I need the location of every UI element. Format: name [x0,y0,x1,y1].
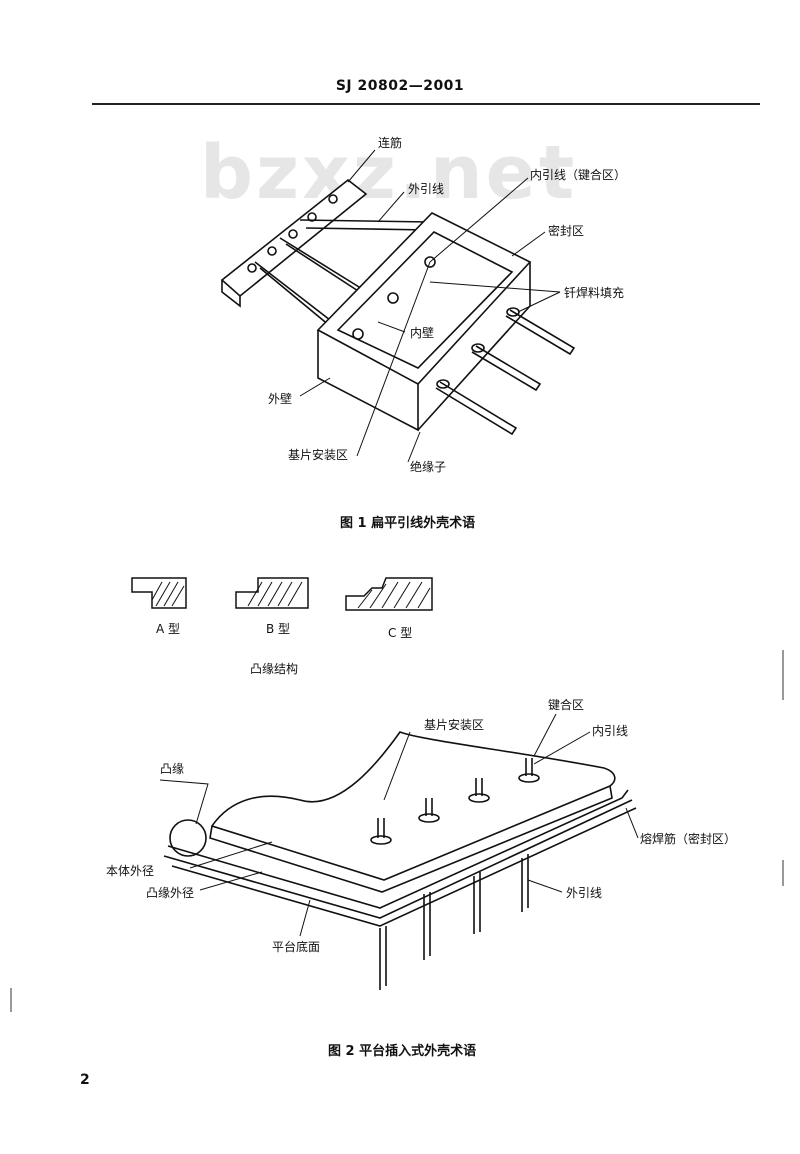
label-type-b: B 型 [266,622,291,636]
label-flange-diameter: 凸缘外径 [146,886,195,900]
label-body-diameter: 本体外径 [106,864,155,878]
label-insulator: 绝缘子 [410,460,447,474]
label-inner-wall: 内壁 [410,326,435,340]
scan-mark [10,988,12,1012]
watermark: bzxz.net [200,130,578,216]
label-outer-lead-2: 外引线 [566,886,603,900]
figure1-caption: 图 1 扁平引线外壳术语 [340,516,476,531]
label-seal-area: 密封区 [548,224,585,238]
label-bond-area: 键合区 [548,698,585,712]
flange-structure-caption: 凸缘结构 [250,662,299,676]
figure2-caption: 图 2 平台插入式外壳术语 [328,1044,477,1059]
label-outer-wall: 外壁 [268,392,293,406]
label-die-attach: 基片安装区 [288,448,349,462]
header-rule [92,103,760,105]
label-die-attach-2: 基片安装区 [424,718,485,732]
label-type-a: A 型 [156,622,181,636]
label-outer-lead: 外引线 [408,182,445,196]
label-type-c: C 型 [388,626,413,640]
standard-number: SJ 20802—2001 [335,78,465,94]
label-inner-lead-2: 内引线 [592,724,629,738]
label-braze-fill: 钎焊料填充 [564,286,625,300]
label-weld-ring: 熔焊筋（密封区） [640,832,737,846]
label-flange: 凸缘 [160,762,185,776]
label-tie-bar: 连筋 [378,136,403,150]
label-inner-lead-bond: 内引线（键合区） [530,168,627,182]
label-platform-bottom: 平台底面 [272,940,321,954]
page-number: 2 [80,1072,90,1088]
scan-mark [782,650,784,700]
scan-mark [782,860,784,886]
